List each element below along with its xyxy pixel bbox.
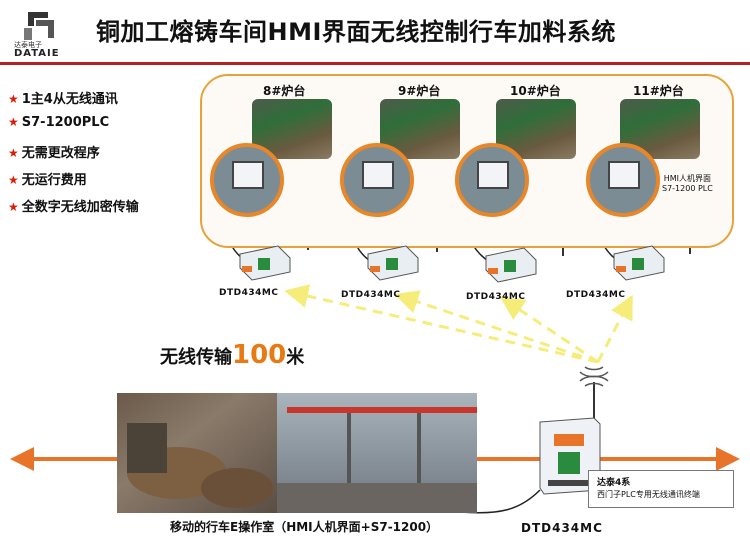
master-device-label: DTD434MC (521, 521, 603, 535)
logo-brand: DATAIE (14, 48, 60, 59)
star-icon: ★ (8, 146, 19, 160)
range-unit: 米 (286, 347, 305, 368)
furnace-label-9: 9#炉台 (398, 84, 441, 98)
range-prefix: 无线传输 (160, 347, 232, 368)
device-label-11: DTD434MC (566, 290, 626, 300)
feature-item: ★全数字无线加密传输 (8, 200, 139, 215)
hmi-plc-note: HMI人机界面 S7-1200 PLC (662, 174, 713, 194)
page-title: 铜加工熔铸车间HMI界面无线控制行车加料系统 (96, 18, 616, 46)
title-underline (0, 62, 750, 65)
furnace-label-11: 11#炉台 (633, 84, 684, 98)
feature-item: ★1主4从无线通讯 (8, 92, 118, 107)
callout-title: 达泰4系 (597, 478, 631, 488)
furnace-label-10: 10#炉台 (510, 84, 561, 98)
transmission-range: 无线传输100米 (160, 340, 304, 370)
range-value: 100 (232, 340, 287, 370)
hmi-screen-icon (362, 161, 394, 189)
logo-subtitle: 达泰电子 (14, 41, 42, 49)
hmi-panel-11 (586, 143, 660, 217)
dataie-logo (24, 12, 54, 40)
hmi-screen-icon (477, 161, 509, 189)
star-icon: ★ (8, 200, 19, 214)
device-label-8: DTD434MC (219, 288, 279, 298)
hmi-panel-10 (455, 143, 529, 217)
dtd-radio-8 (239, 245, 291, 281)
hmi-panel-8 (210, 143, 284, 217)
hmi-screen-icon (608, 161, 640, 189)
operator-cab-label: 移动的行车E操作室（HMI人机界面+S7-1200） (170, 520, 439, 534)
wireless-signal-lines (284, 284, 633, 364)
hmi-panel-9 (340, 143, 414, 217)
callout-description: 西门子PLC专用无线通讯终端 (597, 490, 700, 499)
dtd-radio-11 (613, 245, 665, 281)
master-device-callout: 达泰4系 西门子PLC专用无线通讯终端 (588, 470, 734, 508)
feature-item: ★无运行费用 (8, 173, 87, 188)
master-dtd-radio (539, 417, 601, 495)
feature-item: ★S7-1200PLC (8, 115, 110, 130)
feature-item: ★无需更改程序 (8, 146, 100, 161)
furnace-label-8: 8#炉台 (263, 84, 306, 98)
device-label-10: DTD434MC (466, 292, 526, 302)
hmi-note-line1: HMI人机界面 (663, 174, 712, 183)
workshop-photo (117, 393, 477, 513)
device-label-9: DTD434MC (341, 290, 401, 300)
hmi-note-line2: S7-1200 PLC (662, 184, 713, 193)
star-icon: ★ (8, 115, 19, 129)
dtd-radio-9 (367, 245, 419, 281)
hmi-screen-icon (232, 161, 264, 189)
star-icon: ★ (8, 173, 19, 187)
dtd-radio-10 (485, 247, 537, 283)
star-icon: ★ (8, 92, 19, 106)
